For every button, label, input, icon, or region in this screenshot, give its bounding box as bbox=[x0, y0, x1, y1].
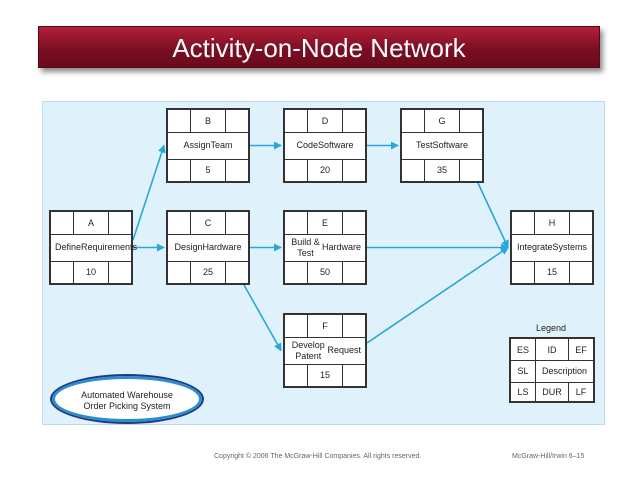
legend-description: Description bbox=[535, 360, 593, 382]
node-id: H bbox=[534, 212, 570, 234]
node-duration: 25 bbox=[190, 261, 226, 283]
node-duration: 50 bbox=[307, 261, 343, 283]
title-bar: Activity-on-Node Network bbox=[38, 26, 600, 68]
legend-sl: SL bbox=[517, 366, 529, 376]
node-id: D bbox=[307, 110, 343, 132]
node-id: G bbox=[424, 110, 460, 132]
legend-ef: EF bbox=[575, 344, 587, 355]
legend-ls: LS bbox=[517, 386, 529, 397]
slide-title: Activity-on-Node Network bbox=[172, 33, 466, 63]
node-duration: 10 bbox=[73, 261, 109, 283]
arrow-a-to-b bbox=[132, 144, 166, 241]
node-duration: 20 bbox=[307, 159, 343, 181]
copyright-footer: Copyright © 2006 The McGraw-Hill Compani… bbox=[214, 453, 422, 460]
arrow-g-to-h bbox=[477, 182, 509, 249]
node-duration: 35 bbox=[424, 159, 460, 181]
node-id: F bbox=[307, 315, 343, 337]
legend-lf: LF bbox=[575, 386, 587, 397]
legend-es: ES bbox=[516, 344, 529, 355]
node-id: A bbox=[73, 212, 109, 234]
arrow-f-to-h bbox=[366, 246, 509, 344]
legend-dur: DUR bbox=[535, 382, 569, 401]
legend-title: Legend bbox=[536, 323, 567, 333]
arrow-c-to-f bbox=[243, 284, 282, 352]
node-duration: 5 bbox=[190, 159, 226, 181]
node-duration: 15 bbox=[307, 364, 343, 386]
node-id: B bbox=[190, 110, 226, 132]
node-duration: 15 bbox=[534, 261, 570, 283]
page-footer: McGraw-Hill/Irwin 6–15 bbox=[512, 453, 585, 460]
legend-box: ES ID EF SL Description LS DUR LF bbox=[509, 337, 595, 403]
node-id: C bbox=[190, 212, 226, 234]
legend-id: ID bbox=[535, 339, 569, 360]
node-id: E bbox=[307, 212, 343, 234]
